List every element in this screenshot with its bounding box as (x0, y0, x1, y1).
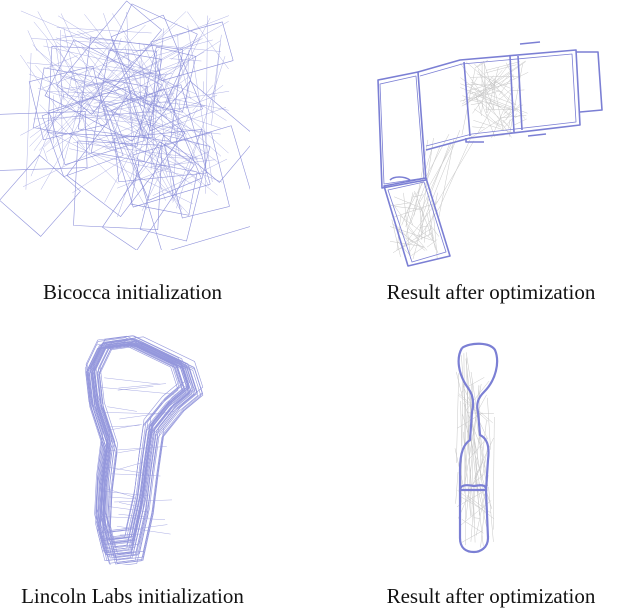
bicocca-init-trajectory (0, 0, 250, 250)
bicocca-initialization-plot (0, 0, 250, 250)
lincoln-labs-initialization-plot (75, 335, 210, 565)
caption-lincoln-labs-result: Result after optimization (386, 584, 596, 608)
lincoln-result-trajectory (454, 342, 499, 554)
bicocca-result-trajectory (377, 41, 603, 267)
lincoln-labs-result-plot (440, 340, 510, 560)
lincoln-init-trajectory (84, 335, 204, 565)
caption-bicocca-initialization: Bicocca initialization (42, 280, 222, 304)
caption-lincoln-labs-initialization: Lincoln Labs initialization (21, 584, 244, 608)
bicocca-result-plot (340, 30, 630, 275)
caption-bicocca-result: Result after optimization (386, 280, 596, 304)
